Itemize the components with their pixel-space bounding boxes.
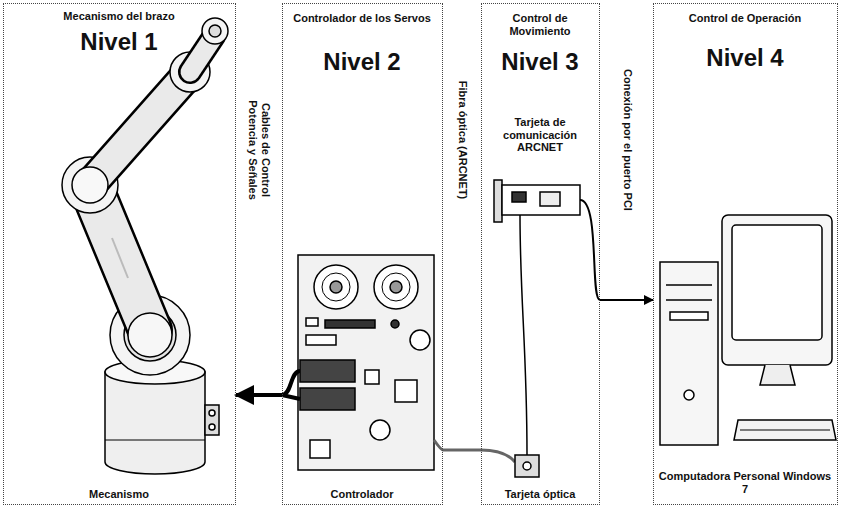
level-number: Nivel 3 xyxy=(486,48,594,76)
panel-label: Control de Operación xyxy=(658,12,832,25)
optical-card xyxy=(515,455,539,477)
connector xyxy=(600,299,653,301)
panel-label: Tarjeta de comunicación ARCNET xyxy=(486,116,594,154)
connection-label: Fibra óptica (ARCNET) xyxy=(454,38,469,242)
level-panel: Mecanismo del brazoNivel 1 Mecanismo xyxy=(3,3,236,505)
level-panel: Control de MovimientoNivel 3 Tarjeta de c… xyxy=(481,3,600,505)
personal-computer xyxy=(660,215,836,445)
level-number: Nivel 1 xyxy=(8,28,230,56)
panel-label: Controlador de los Servos xyxy=(287,12,437,25)
panel-label: Mecanismo xyxy=(8,488,230,501)
level-panel: Controlador de los ServosNivel 2 Controla… xyxy=(282,3,443,505)
panel-label: Tarjeta óptica xyxy=(486,488,594,501)
robot-arm xyxy=(62,18,228,474)
connection-label: Conexión por el puerto PCI xyxy=(619,28,634,252)
servo-controller xyxy=(282,255,443,470)
level-number: Nivel 2 xyxy=(287,48,437,76)
connector xyxy=(236,393,282,397)
arcnet-card xyxy=(481,180,600,462)
panel-label: Control de Movimiento xyxy=(486,12,594,37)
panel-label: Mecanismo del brazo xyxy=(8,10,230,23)
panel-label: Computadora Personal Windows 7 xyxy=(658,470,832,495)
panel-label: Controlador xyxy=(287,488,437,501)
level-number: Nivel 4 xyxy=(658,44,832,72)
connection-label: Cables de Control Potencia y Señales xyxy=(245,89,273,211)
level-panel: Control de OperaciónNivel 4 Computadora P… xyxy=(653,3,838,505)
connector xyxy=(443,449,481,452)
